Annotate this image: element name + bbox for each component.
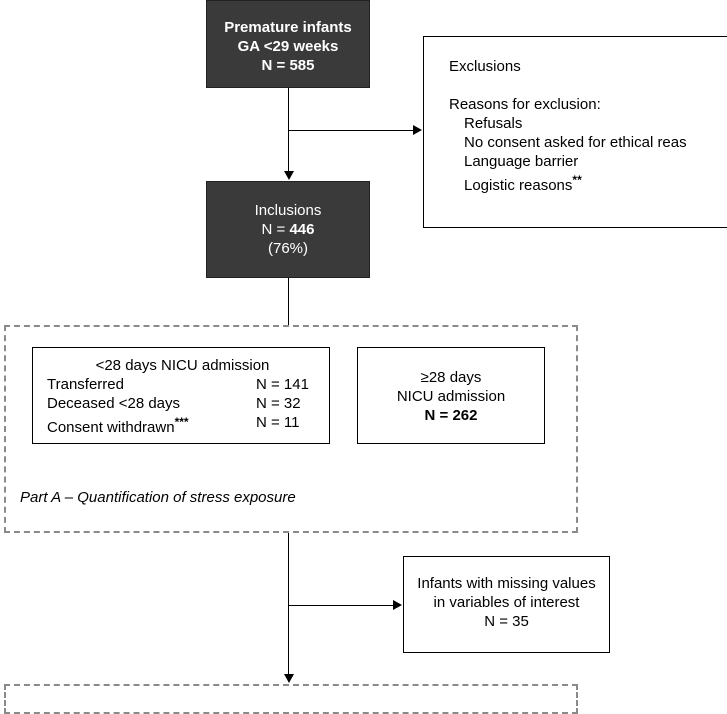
part-a-label: Part A – Quantification of stress exposu… — [20, 489, 296, 506]
exclusion-reason: Logistic reasons** — [464, 173, 582, 194]
ge28-days-box: ≥28 days NICU admission N = 262 — [357, 347, 545, 444]
premature-infants-line1: Premature infants — [224, 19, 352, 36]
lt28-days-title: <28 days NICU admission — [95, 357, 270, 374]
exclusions-reasons-heading: Reasons for exclusion: — [449, 96, 601, 113]
connector-part-a-to-next — [288, 533, 289, 674]
premature-infants-line2: GA <29 weeks — [237, 38, 339, 55]
ge28-days-line2: NICU admission — [396, 388, 506, 405]
connector-to-missing — [288, 605, 393, 606]
arrowhead-exclusions — [413, 125, 422, 135]
ge28-days-count: N = 262 — [424, 407, 478, 424]
connector-to-exclusions — [288, 130, 413, 131]
arrowhead-inclusions — [284, 171, 294, 180]
exclusion-reason: Refusals — [464, 115, 523, 132]
connector-top-to-inclusions — [288, 88, 289, 171]
arrowhead-next — [284, 674, 294, 683]
inclusions-count: N = 446 — [261, 221, 315, 238]
missing-values-line2: in variables of interest — [433, 594, 580, 611]
inclusions-title: Inclusions — [254, 202, 322, 219]
connector-inclusions-to-part-a — [288, 278, 289, 325]
inclusions-box: Inclusions N = 446 (76%) — [206, 181, 370, 278]
exclusion-reason: Language barrier — [464, 153, 579, 170]
premature-infants-box: Premature infants GA <29 weeks N = 585 — [206, 0, 370, 88]
part-b-container — [4, 684, 578, 714]
premature-infants-count: N = 585 — [261, 57, 315, 74]
missing-values-count: N = 35 — [484, 613, 529, 630]
arrowhead-missing — [393, 600, 402, 610]
part-a-container — [4, 325, 578, 533]
logistic-footnote-mark: ** — [572, 173, 582, 187]
lt28-row-consent-withdrawn: Consent withdrawn***N = 11 — [47, 414, 300, 436]
missing-values-line1: Infants with missing values — [417, 575, 596, 592]
ge28-days-line1: ≥28 days — [420, 369, 482, 386]
exclusion-reason: No consent asked for ethical reas — [464, 134, 687, 151]
exclusions-title: Exclusions — [449, 58, 521, 75]
exclusions-box: Exclusions Reasons for exclusion: Refusa… — [423, 36, 727, 228]
inclusions-percent: (76%) — [267, 240, 308, 257]
missing-values-box: Infants with missing values in variables… — [403, 556, 610, 653]
consent-footnote-mark: *** — [174, 415, 189, 429]
